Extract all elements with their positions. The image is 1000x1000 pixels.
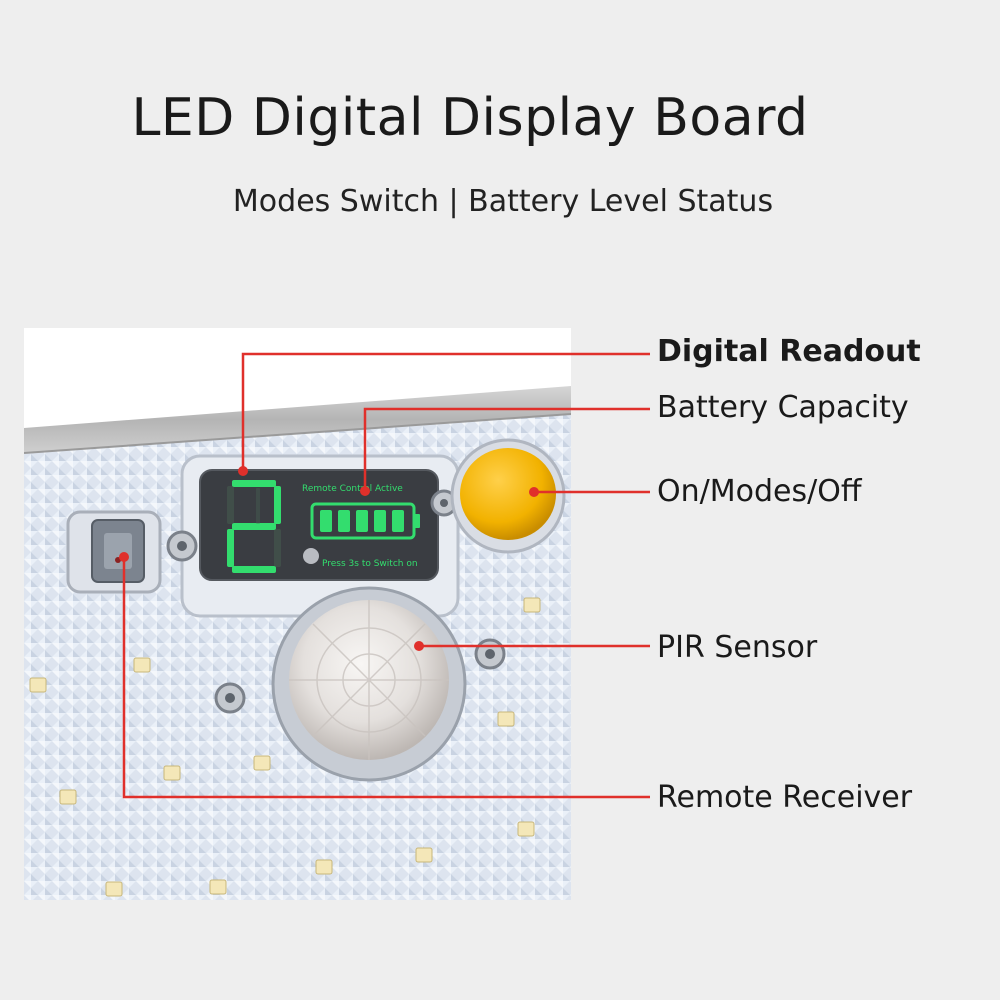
callout-remote-receiver: Remote Receiver [657,780,913,815]
page-subtitle: Modes Switch | Battery Level Status [232,184,774,219]
display-hint-text: Press 3s to Switch on [322,559,418,569]
battery-indicator [310,502,420,540]
callout-digital-readout: Digital Readout [657,334,921,369]
display-status-text: Remote Control Active [302,484,403,494]
battery-segment [374,510,386,532]
battery-segment [320,510,332,532]
pir-dome [271,586,467,782]
product-photo: Remote Control Active Press 3s to Switch… [24,328,571,900]
battery-bars [320,510,404,532]
battery-segment [356,510,368,532]
callout-pir-sensor: PIR Sensor [657,630,818,665]
battery-segment [392,510,404,532]
callout-battery-capacity: Battery Capacity [657,390,909,425]
display-housing [180,454,460,618]
remote-receiver-window [66,510,162,594]
indicator-dot [303,548,319,564]
page-title: LED Digital Display Board [131,88,809,148]
callout-power-button: On/Modes/Off [657,474,862,509]
battery-segment [338,510,350,532]
power-button [450,438,566,554]
